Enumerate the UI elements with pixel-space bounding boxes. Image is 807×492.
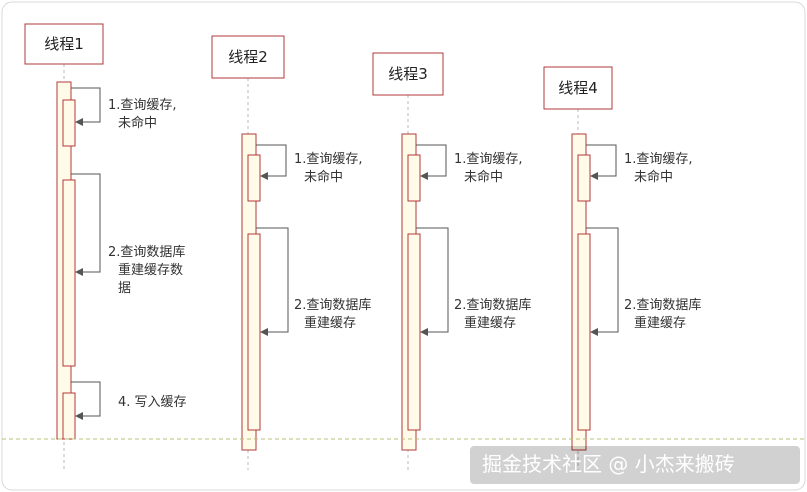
step-activation-bar	[247, 154, 261, 202]
step-label: 1.查询缓存,	[108, 98, 177, 113]
thread-title: 线程1	[44, 35, 84, 53]
thread-header-box	[211, 35, 285, 79]
step-label: 2.查询数据库	[624, 297, 701, 313]
self-call-arrow	[256, 227, 289, 336]
step-activation-bar	[407, 233, 421, 431]
step-activation-bar	[62, 99, 76, 147]
step-label: 重建缓存	[304, 315, 356, 331]
step-label: 2.查询数据库	[454, 297, 531, 313]
watermark-text: 掘金技术社区 @ 小杰来搬砖	[482, 452, 735, 476]
step-activation-bar	[62, 179, 76, 367]
step-label: 2.查询数据库	[294, 297, 371, 313]
step-label: 1.查询缓存,	[294, 152, 363, 167]
thread-header-box	[372, 52, 444, 96]
thread-title: 线程4	[558, 79, 598, 97]
self-call-arrow	[71, 381, 101, 420]
step-label: 据	[118, 281, 131, 296]
self-call-arrow	[416, 227, 449, 336]
self-call-arrow	[586, 227, 619, 336]
thread-header-box	[543, 66, 613, 110]
step-label: 未命中	[464, 169, 503, 185]
step-label: 4. 写入缓存	[118, 395, 187, 410]
step-label: 重建缓存数	[118, 262, 183, 278]
step-activation-bar	[62, 392, 76, 440]
step-activation-bar	[577, 233, 591, 431]
step-label: 重建缓存	[464, 315, 516, 331]
step-label: 1.查询缓存,	[624, 152, 693, 167]
step-label: 未命中	[118, 115, 157, 131]
self-call-arrow	[71, 87, 101, 126]
step-label: 1.查询缓存,	[454, 152, 523, 167]
self-call-arrow	[586, 144, 617, 180]
step-label: 重建缓存	[634, 315, 686, 331]
self-call-arrow	[416, 144, 447, 180]
step-activation-bar	[577, 154, 591, 202]
thread-header-box	[24, 23, 104, 65]
watermark: 掘金技术社区 @ 小杰来搬砖	[470, 446, 800, 484]
thread-title: 线程3	[388, 65, 428, 83]
step-activation-bar	[407, 154, 421, 202]
step-label: 未命中	[304, 169, 343, 185]
step-label: 未命中	[634, 169, 673, 185]
thread-title: 线程2	[228, 48, 268, 66]
self-call-arrow	[71, 173, 101, 276]
step-label: 2.查询数据库	[108, 244, 185, 260]
step-activation-bar	[247, 233, 261, 431]
self-call-arrow	[256, 144, 287, 180]
